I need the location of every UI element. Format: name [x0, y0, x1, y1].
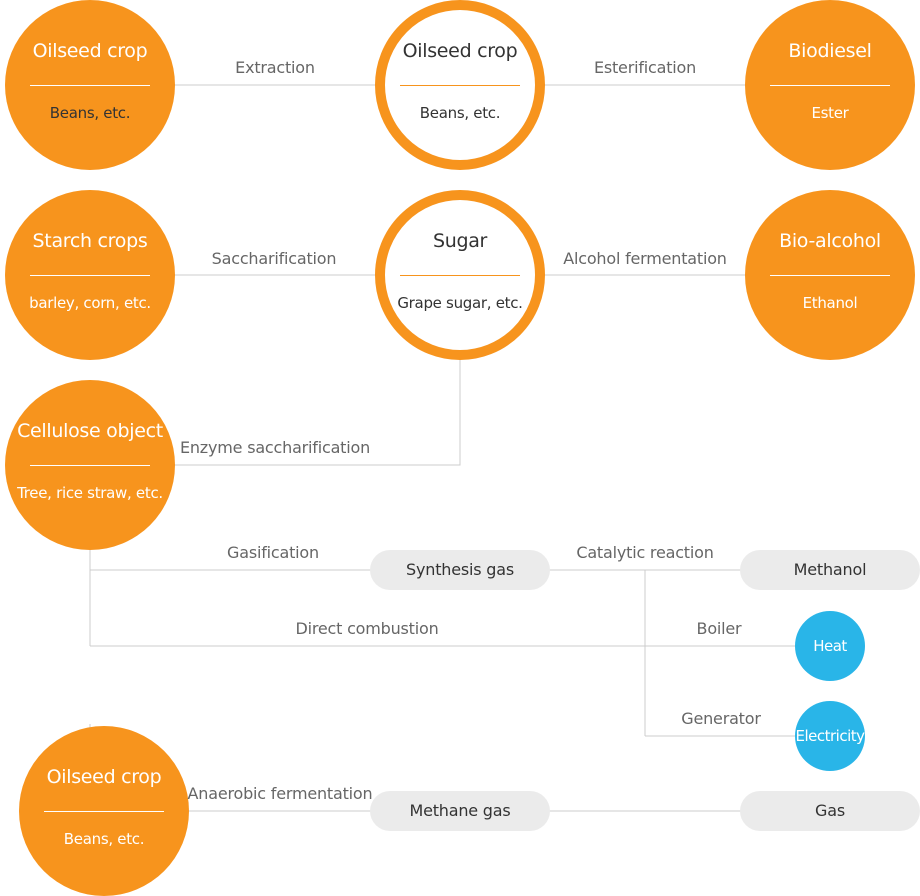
node-title: Sugar [432, 230, 488, 252]
node-gas: Gas [740, 791, 920, 831]
node-synthesis-gas: Synthesis gas [370, 550, 550, 590]
node-methanol: Methanol [740, 550, 920, 590]
node-subtitle: Tree, rice straw, etc. [17, 484, 163, 502]
node-heat: Heat [795, 611, 865, 681]
node-subtitle: Grape sugar, etc. [397, 294, 523, 312]
node-title: Biodiesel [788, 40, 872, 62]
node-starch-crops: Starch crops barley, corn, etc. [5, 190, 175, 360]
node-subtitle: barley, corn, etc. [29, 294, 151, 312]
node-cellulose-object: Cellulose object Tree, rice straw, etc. [5, 380, 175, 550]
node-title: Cellulose object [17, 420, 163, 442]
node-subtitle: Beans, etc. [419, 104, 501, 122]
node-title: Starch crops [32, 230, 148, 252]
node-oilseed-crop-extracted: Oilseed crop Beans, etc. [375, 0, 545, 170]
node-title: Oilseed crop [32, 40, 148, 62]
process-label-alcohol-fermentation: Alcohol fermentation [563, 249, 727, 268]
node-sugar: Sugar Grape sugar, etc. [375, 190, 545, 360]
node-subtitle: Beans, etc. [63, 830, 145, 848]
node-title: Bio-alcohol [779, 230, 881, 252]
process-label-anaerobic-fermentation: Anaerobic fermentation [187, 784, 373, 803]
process-label-saccharification: Saccharification [211, 249, 337, 268]
node-subtitle: Beans, etc. [49, 104, 131, 122]
node-oilseed-crop-bottom: Oilseed crop Beans, etc. [19, 726, 189, 896]
node-divider [770, 275, 890, 276]
process-label-enzyme-saccharification: Enzyme saccharification [179, 438, 371, 457]
node-title: Oilseed crop [46, 766, 162, 788]
process-label-gasification: Gasification [227, 543, 319, 562]
node-title: Oilseed crop [402, 40, 518, 62]
node-subtitle: Ethanol [802, 294, 858, 312]
node-divider [400, 85, 520, 86]
node-divider [400, 275, 520, 276]
node-divider [30, 275, 150, 276]
node-methane-gas: Methane gas [370, 791, 550, 831]
process-label-generator: Generator [681, 709, 761, 728]
process-label-extraction: Extraction [235, 58, 315, 77]
node-subtitle: Ester [811, 104, 849, 122]
node-electricity: Electricity [795, 701, 865, 771]
process-label-direct-combustion: Direct combustion [295, 619, 439, 638]
node-biodiesel: Biodiesel Ester [745, 0, 915, 170]
node-divider [770, 85, 890, 86]
line-enzyme-saccharification [172, 358, 461, 466]
node-divider [30, 465, 150, 466]
node-oilseed-crop-source: Oilseed crop Beans, etc. [5, 0, 175, 170]
node-divider [30, 85, 150, 86]
process-label-esterification: Esterification [593, 58, 697, 77]
process-label-boiler: Boiler [696, 619, 742, 638]
node-divider [44, 811, 164, 812]
node-bio-alcohol: Bio-alcohol Ethanol [745, 190, 915, 360]
process-label-catalytic-reaction: Catalytic reaction [576, 543, 714, 562]
